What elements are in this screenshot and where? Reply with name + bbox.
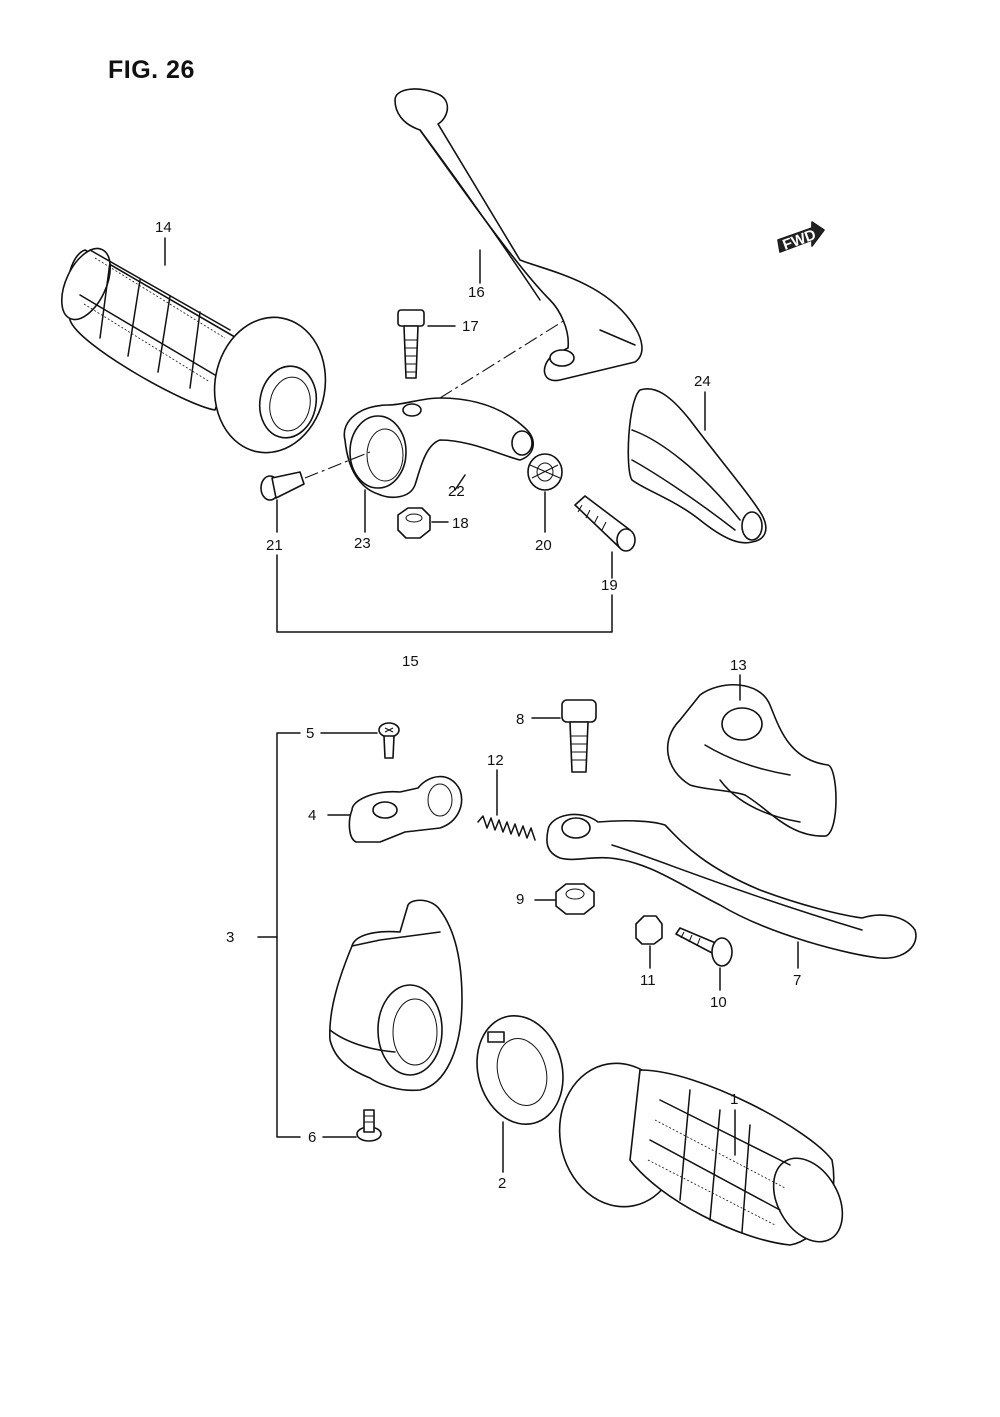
callout-1: 1: [730, 1091, 738, 1108]
bolt-17: [397, 309, 425, 379]
nut-11: [635, 915, 663, 945]
screw-5: [378, 722, 400, 759]
lower-lever: [546, 813, 917, 959]
group-bracket-3: [276, 732, 301, 1138]
callout-23: 23: [354, 535, 371, 552]
callout-6: 6: [308, 1129, 316, 1146]
left-grip: [60, 247, 327, 454]
fwd-direction-badge: FWD: [777, 221, 825, 254]
callout-14: 14: [155, 219, 172, 236]
cable-bracket-4: [348, 775, 463, 843]
callout-13: 13: [730, 657, 747, 674]
callout-24: 24: [694, 373, 711, 390]
adjuster-19: [574, 495, 636, 552]
callout-21: 21: [266, 537, 283, 554]
spring-12: [477, 815, 536, 841]
lever-cover: [627, 388, 767, 544]
upper-lever: [394, 88, 643, 382]
callout-8: 8: [516, 711, 524, 728]
callout-labels: 14 16 17 24 22 18 23 21 20 19 15 13 8 5 …: [155, 219, 801, 1192]
bolt-8: [561, 699, 597, 773]
callout-2: 2: [498, 1175, 506, 1192]
fwd-badge-text: FWD: [780, 226, 818, 254]
callout-7: 7: [793, 972, 801, 989]
callout-3: 3: [226, 929, 234, 946]
right-grip: [558, 1062, 844, 1246]
lower-cover: [666, 684, 837, 837]
screw-6: [356, 1109, 382, 1142]
callout-22: 22: [448, 483, 465, 500]
bolt-10: [675, 927, 733, 967]
callout-20: 20: [535, 537, 552, 554]
nut-9: [555, 883, 595, 915]
callout-9: 9: [516, 891, 524, 908]
lever-bracket: [343, 397, 534, 499]
callout-18: 18: [452, 515, 469, 532]
figure-title: FIG. 26: [108, 56, 195, 84]
nut-18: [397, 507, 431, 539]
callout-11: 11: [640, 972, 656, 989]
callout-19: 19: [601, 577, 618, 594]
callout-10: 10: [710, 994, 727, 1011]
leader-lines: [164, 237, 799, 1173]
group-bracket-15: [276, 554, 613, 633]
switch-housing-3: [329, 899, 463, 1092]
locknut-20: [527, 453, 563, 491]
callout-12: 12: [487, 752, 504, 769]
assembly-line-upper: [439, 319, 566, 399]
callout-15: 15: [402, 653, 419, 670]
throttle-collar-2: [476, 1014, 564, 1126]
pivot-bolt-21: [260, 471, 305, 501]
assembly-line-pivot: [304, 451, 371, 479]
callout-5: 5: [306, 725, 314, 742]
callout-16: 16: [468, 284, 485, 301]
callout-17: 17: [462, 318, 479, 335]
callout-4: 4: [308, 807, 316, 824]
